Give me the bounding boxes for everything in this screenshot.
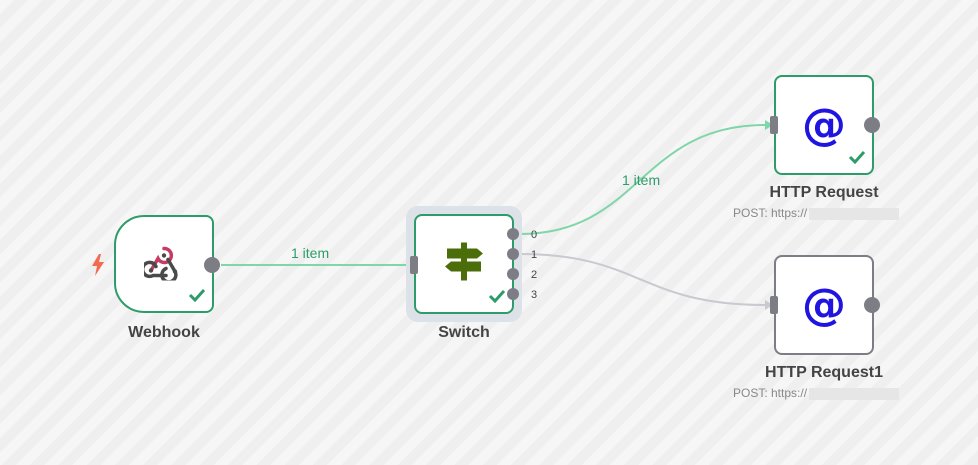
success-check-icon (488, 289, 506, 308)
at-sign-icon: @ (802, 279, 846, 331)
success-check-icon (188, 288, 206, 307)
webhook-icon (140, 243, 184, 286)
switch-output-handle-1[interactable] (507, 248, 519, 260)
edge-switch-http-request1[interactable] (519, 253, 766, 306)
http-request1-node[interactable]: @ (774, 255, 874, 355)
switch-input-handle[interactable] (410, 256, 418, 274)
edge-label-switch-http-request: 1 item (622, 172, 661, 188)
arrow-head (765, 120, 773, 130)
redacted-url (809, 387, 900, 400)
http-request-input-handle[interactable] (770, 116, 778, 134)
http-request1-method-url: POST: https:// (733, 386, 808, 400)
switch-output-handle-2[interactable] (507, 268, 519, 280)
http-request-output-handle[interactable] (864, 117, 880, 133)
edge-label-webhook-switch: 1 item (291, 245, 330, 261)
signpost-icon (443, 241, 485, 288)
http-request-subtitle: POST: https:// (733, 206, 900, 220)
http-request1-subtitle: POST: https:// (733, 386, 900, 400)
switch-output-label-3: 3 (531, 289, 538, 301)
switch-output-handle-3[interactable] (507, 288, 519, 300)
webhook-node-label: Webhook (128, 324, 200, 341)
http-request1-node-label: HTTP Request1 (765, 364, 883, 381)
switch-output-label-1: 1 (531, 249, 538, 261)
at-sign-icon: @ (802, 99, 846, 151)
http-request-node-label: HTTP Request (769, 184, 879, 201)
webhook-node[interactable] (114, 215, 214, 313)
switch-output-label-2: 2 (531, 269, 538, 281)
http-request-method-url: POST: https:// (733, 206, 808, 220)
success-check-icon (848, 150, 866, 169)
switch-node-label: Switch (438, 324, 490, 341)
edge-switch-http-request[interactable] (519, 124, 766, 235)
http-request1-output-handle[interactable] (864, 297, 880, 313)
switch-output-handle-0[interactable] (507, 228, 519, 240)
http-request-node[interactable]: @ (774, 75, 874, 175)
switch-node[interactable] (414, 214, 514, 314)
arrow-head (765, 300, 773, 310)
http-request1-input-handle[interactable] (770, 296, 778, 314)
trigger-bolt-icon (91, 254, 105, 281)
switch-output-label-0: 0 (531, 229, 538, 241)
webhook-output-handle[interactable] (204, 257, 220, 273)
redacted-url (809, 207, 900, 220)
